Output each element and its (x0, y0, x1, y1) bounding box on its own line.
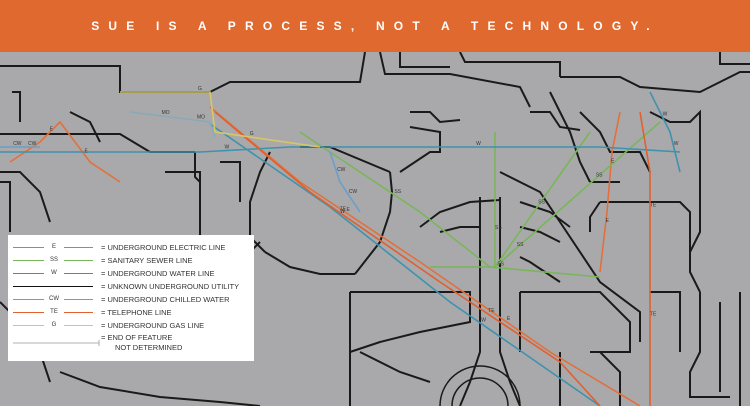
utility-code-label: W (476, 141, 481, 147)
telephone-line (214, 111, 601, 406)
utility-code-label: E (606, 218, 610, 224)
utility-code-label: W (674, 141, 679, 147)
legend-end-line2: NOT DETERMINED (115, 342, 183, 352)
chilled-water-line (329, 151, 361, 213)
utility-code-label: CW (28, 141, 37, 147)
legend-label-telephone: = TELEPHONE LINE (101, 308, 172, 317)
telephone-line (639, 111, 651, 406)
water-line (649, 91, 681, 173)
legend-end-of-feature: = END OF FEATURE NOT DETERMINED (101, 333, 251, 352)
legend-item-water: W = UNDERGROUND WATER LINE (8, 268, 254, 280)
water-line (0, 146, 681, 153)
legend-label-gas: = UNDERGROUND GAS LINE (101, 321, 205, 330)
legend-label-unknown: = UNKNOWN UNDERGROUND UTILITY (101, 282, 240, 291)
utility-code-label: SS (497, 262, 504, 268)
street-outlines (0, 52, 750, 406)
utility-code-label: TE (650, 202, 657, 208)
utility-code-label: CW (349, 189, 358, 195)
legend-code-electric: E (44, 242, 64, 252)
electric-line (599, 111, 621, 273)
legend-label-electric: = UNDERGROUND ELECTRIC LINE (101, 243, 226, 252)
legend-label-chilled-water: = UNDERGROUND CHILLED WATER (101, 295, 230, 304)
sewer-line (430, 121, 661, 268)
electric-line (209, 106, 641, 406)
arc-structure (439, 365, 521, 406)
utility-lines (0, 91, 681, 406)
legend-item-telephone: TE = TELEPHONE LINE (8, 307, 254, 319)
utility-code-label: MO (197, 114, 205, 120)
legend-item-electric: E = UNDERGROUND ELECTRIC LINE (8, 242, 254, 254)
legend-label-water: = UNDERGROUND WATER LINE (101, 269, 215, 278)
utility-code-label: W (481, 318, 486, 324)
utility-code-label: E (85, 149, 89, 155)
utility-code-label: W (224, 145, 229, 151)
legend-end-line1: = END OF FEATURE (101, 333, 173, 342)
water-line (209, 123, 601, 406)
utility-code-label: E (347, 207, 351, 213)
legend-item-sewer: SS = SANITARY SEWER LINE (8, 255, 254, 267)
legend-label-sewer: = SANITARY SEWER LINE (101, 256, 193, 265)
utility-code-label: SS (495, 225, 502, 231)
utility-code-label: TE (488, 308, 495, 314)
utility-code-label: SS (394, 189, 401, 195)
utility-code-label: E (611, 158, 615, 164)
legend-code-water: W (44, 268, 64, 278)
header-banner: SUE IS A PROCESS, NOT A TECHNOLOGY. (0, 0, 750, 52)
utility-code-label: W (663, 111, 668, 117)
utility-code-labels: E E E E E E SS SS SS SS SS SS W W W W W W CW CW CW CW TE TE TE TE… (13, 86, 679, 324)
utility-code-label: CW (337, 167, 346, 173)
utility-code-label: TE (650, 312, 657, 318)
utility-code-label: W (340, 209, 345, 215)
gas-line (120, 91, 321, 148)
utility-code-label: E (50, 126, 54, 132)
legend-code-gas: G (44, 320, 64, 330)
utility-code-label: SS (517, 242, 524, 248)
end-of-feature-symbol (13, 340, 100, 346)
legend-code-telephone: TE (44, 307, 64, 317)
legend-code-chilled-water: CW (44, 294, 64, 304)
utility-code-label: CW (13, 141, 22, 147)
map-legend: E = UNDERGROUND ELECTRIC LINE SS = SANIT… (8, 235, 254, 361)
utility-code-label: MO (162, 110, 170, 116)
utility-code-label: TE (340, 207, 347, 213)
legend-code-sewer: SS (44, 255, 64, 265)
utility-code-label: SS (596, 172, 603, 178)
electric-line (9, 120, 121, 183)
utility-code-label: G (198, 86, 202, 92)
utility-code-label: SS (538, 200, 545, 206)
mixed-utility-line (129, 111, 216, 138)
banner-title: SUE IS A PROCESS, NOT A TECHNOLOGY. (91, 19, 659, 33)
legend-swatch-unknown (13, 286, 93, 287)
legend-item-gas: G = UNDERGROUND GAS LINE (8, 320, 254, 332)
sewer-line (299, 131, 601, 278)
utility-code-label: G (250, 131, 254, 137)
legend-item-chilled-water: CW = UNDERGROUND CHILLED WATER (8, 294, 254, 306)
legend-item-unknown: = UNKNOWN UNDERGROUND UTILITY (8, 281, 254, 293)
utility-code-label: E (507, 316, 511, 322)
